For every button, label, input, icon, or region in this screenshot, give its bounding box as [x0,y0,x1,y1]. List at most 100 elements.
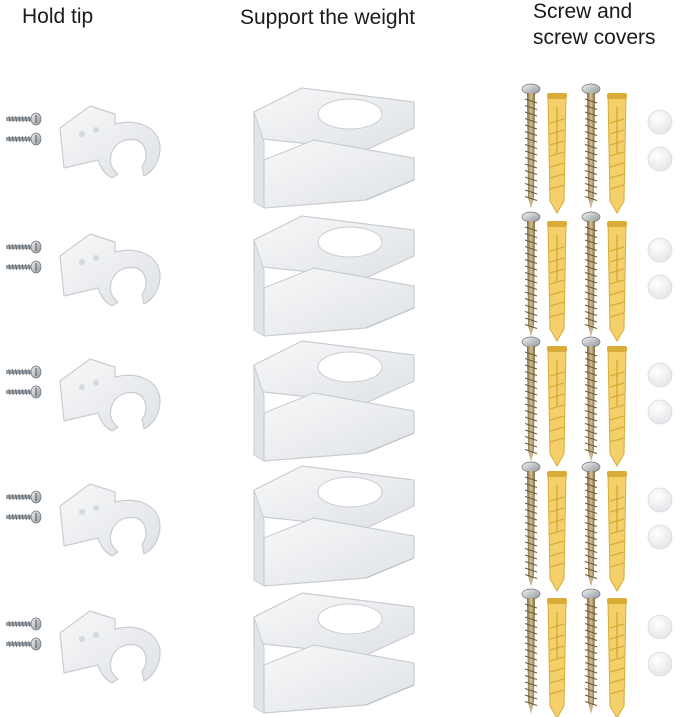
small-screw-thread [25,493,27,501]
wall-anchor-collar [547,221,567,227]
small-screw-thread [8,640,11,648]
wood-screw-thread [524,489,538,495]
wood-screw-thread [524,278,538,284]
small-screw-thread [28,263,31,271]
wood-screw-thread [584,377,598,383]
wood-screw-thread [524,196,538,201]
hold-tip-clip [59,610,161,684]
wood-screw-thread [584,675,598,680]
wood-screw-thread [584,298,598,303]
wood-screw-thread [584,163,598,169]
wood-screw-thread [524,642,538,648]
wall-anchor-collar [547,346,567,352]
small-screw-thread [15,493,17,501]
wood-screw-thread [584,476,598,482]
wood-screw-head [581,336,601,348]
wood-screw-thread [524,649,538,654]
wood-screw-thread [584,681,598,687]
wall-anchor-rib [609,301,625,307]
wood-screw-thread [524,449,538,454]
wall-anchor-collar [607,471,627,477]
wall-anchor-rib [609,426,625,432]
small-screw-thread [15,640,17,648]
wall-anchor-rib [609,562,625,568]
wood-screw-thread [584,548,598,553]
wood-screw-thread [524,317,538,323]
holder-edge [365,557,415,579]
wood-screw-thread [584,623,598,628]
wood-screw-thread [524,226,538,232]
screw-cover [647,524,673,550]
wood-screw-thread [524,150,538,156]
wood-screw-thread [584,226,598,232]
wood-screw-thread [584,416,598,422]
clip-hole [79,131,85,137]
wood-screw-thread [524,655,538,661]
wood-screw-thread [524,259,538,264]
wall-anchor-rib [549,426,565,432]
wood-screw-head [581,461,601,473]
small-screw-thread [15,620,17,628]
wood-screw-thread [584,272,598,277]
screw-cover [647,651,673,677]
clip-hole [79,384,85,390]
small-screw-thread [11,263,14,271]
wood-screw-thread [584,701,598,706]
wood-screw-thread [584,252,598,258]
wood-screw-thread [524,98,538,104]
wood-screw-thread [524,183,538,188]
mounting-set [6,83,673,214]
small-screw-thread [8,368,11,376]
wood-screw-thread [584,509,598,514]
wood-screw-thread [584,118,598,123]
clip-hole [93,505,99,511]
wood-screw-thread [524,124,538,130]
wood-screw-thread [524,170,538,175]
clip-hole [79,509,85,515]
wood-screw-thread [584,351,598,357]
column-title-support: Support the weight [240,6,416,29]
wood-screw-thread [584,364,598,370]
wood-screw-thread [524,548,538,553]
wall-anchor-rib [609,162,625,168]
small-screw-thread [11,115,14,123]
wood-screw-thread [524,623,538,628]
wood-screw-thread [584,636,598,641]
small-screw-thread [25,388,27,396]
small-screw-thread [21,620,24,628]
wall-anchor-rib [549,678,565,684]
wood-screw-thread [524,515,538,521]
screw-cover [647,109,673,135]
holder-ring-hole [317,351,383,383]
wood-screw-thread [524,436,538,441]
wood-screw-thread [524,111,538,117]
wood-screw-thread [584,489,598,495]
wood-screw-thread [584,567,598,573]
wall-anchor-rib [549,540,565,546]
wood-screw-thread [584,655,598,661]
small-screw-thread [21,243,24,251]
wood-screw-head [521,211,541,223]
wood-screw-head [581,211,601,223]
hold-tip-clip [59,105,161,179]
screw-cover [647,399,673,425]
wood-screw-thread [584,397,598,402]
wood-screw-thread [524,636,538,641]
wood-screw-thread [584,390,598,396]
small-screw-thread [21,135,24,143]
wood-screw-thread [584,694,598,700]
wood-screw-thread [584,574,598,579]
screw-cover [647,614,673,640]
wood-screw-thread [584,111,598,117]
wood-screw-thread [584,183,598,188]
wood-screw-thread [584,629,598,635]
wall-anchor-rib [549,151,565,157]
column-title-screws-line2: screw covers [533,26,656,49]
wood-screw-thread [524,358,538,363]
wall-anchor-rib [609,279,625,285]
small-screw-thread [18,620,21,628]
wood-screw-thread [524,429,538,435]
small-screw-thread [11,368,14,376]
wood-screw-thread [584,358,598,363]
